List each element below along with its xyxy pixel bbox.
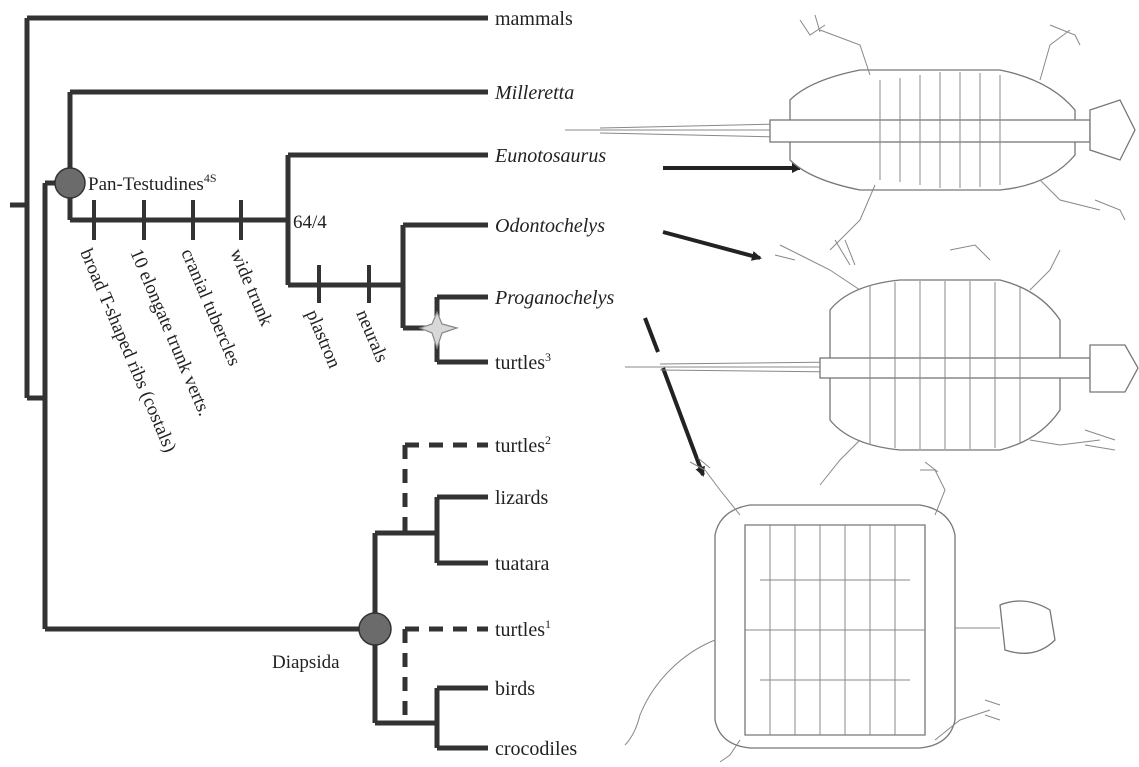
char-neurals: neurals bbox=[351, 307, 392, 366]
node-pan-testudines bbox=[55, 168, 85, 198]
label-turtles2: turtles2 bbox=[495, 433, 551, 457]
label-milleretta: Milleretta bbox=[494, 82, 574, 104]
eunotosaurus-skeleton-illustration bbox=[565, 15, 1135, 265]
arrow-odontochelys bbox=[663, 232, 760, 258]
label-crocodiles: crocodiles bbox=[495, 738, 577, 760]
label-turtles1: turtles1 bbox=[495, 617, 551, 641]
odontochelys-skeleton-illustration bbox=[625, 245, 1138, 485]
taxon-labels: mammals Milleretta Eunotosaurus Odontoch… bbox=[494, 8, 614, 760]
arrows bbox=[645, 168, 800, 475]
support-value: 64/4 bbox=[293, 212, 327, 233]
node-label-pan-testudines: Pan-Testudines4S bbox=[88, 171, 217, 195]
label-tuatara: tuatara bbox=[495, 553, 550, 575]
node-label-diapsida: Diapsida bbox=[272, 652, 340, 673]
label-birds: birds bbox=[495, 678, 535, 700]
node-diapsida bbox=[359, 613, 391, 645]
char-wide-trunk: wide trunk bbox=[225, 246, 276, 330]
label-odontochelys: Odontochelys bbox=[495, 215, 605, 237]
char-plastron: plastron bbox=[301, 307, 344, 372]
label-eunotosaurus: Eunotosaurus bbox=[494, 145, 606, 167]
char-broad-ribs: broad T-shaped ribs (costals) bbox=[75, 246, 180, 456]
label-turtles3: turtles3 bbox=[495, 350, 551, 374]
tree-branches bbox=[10, 18, 488, 748]
arrow-proganochelys-seg1 bbox=[645, 318, 658, 352]
character-labels: broad T-shaped ribs (costals) 10 elongat… bbox=[75, 246, 392, 456]
proganochelys-skeleton-illustration bbox=[625, 458, 1055, 762]
star-icon bbox=[420, 312, 457, 348]
label-mammals: mammals bbox=[495, 8, 573, 30]
label-lizards: lizards bbox=[495, 487, 549, 509]
arrow-proganochelys bbox=[663, 368, 703, 475]
label-proganochelys: Proganochelys bbox=[494, 287, 614, 309]
